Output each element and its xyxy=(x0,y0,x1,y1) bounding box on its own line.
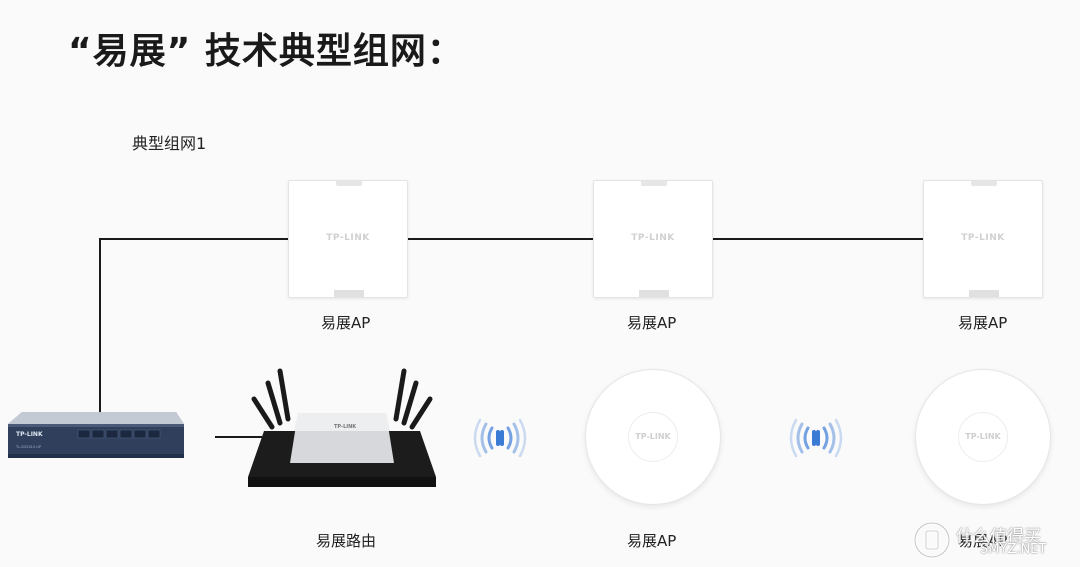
watermark: 什么值得买 SMYZ.NET xyxy=(912,520,1078,564)
ceiling-ap-2: TP-LINK xyxy=(915,369,1051,505)
panel-ap-1-label: 易展AP xyxy=(321,312,370,333)
tp-link-logo: TP-LINK xyxy=(924,233,1042,243)
panel-ap-port xyxy=(639,290,669,297)
router-label: 易展路由 xyxy=(316,530,376,551)
panel-ap-tab xyxy=(336,181,362,186)
panel-ap-port xyxy=(969,290,999,297)
panel-ap-2: TP-LINK xyxy=(593,180,713,298)
tp-link-logo: TP-LINK xyxy=(586,432,720,441)
panel-ap-1: TP-LINK xyxy=(288,180,408,298)
panel-ap-3-label: 易展AP xyxy=(958,312,1007,333)
router-icon: TP-LINK xyxy=(244,365,440,493)
wifi-signal-icon xyxy=(464,414,536,462)
tp-link-logo: TP-LINK xyxy=(594,233,712,243)
watermark-logo-icon xyxy=(912,520,952,560)
ceiling-ap-1: TP-LINK xyxy=(585,369,721,505)
svg-text:TL-SG5410-UP: TL-SG5410-UP xyxy=(15,445,41,449)
panel-ap-3: TP-LINK xyxy=(923,180,1043,298)
watermark-site: SMYZ.NET xyxy=(980,542,1046,557)
wifi-signal-icon xyxy=(780,414,852,462)
panel-ap-tab xyxy=(641,181,667,186)
ceiling-ap-1-label: 易展AP xyxy=(627,530,676,551)
switch-icon: TP-LINK TL-SG5410-UP xyxy=(8,412,184,458)
tp-link-logo: TP-LINK xyxy=(289,233,407,243)
panel-ap-2-label: 易展AP xyxy=(627,312,676,333)
svg-text:TP-LINK: TP-LINK xyxy=(334,424,357,430)
panel-ap-port xyxy=(334,290,364,297)
svg-text:TP-LINK: TP-LINK xyxy=(16,431,43,438)
tp-link-logo: TP-LINK xyxy=(916,432,1050,441)
panel-ap-tab xyxy=(971,181,997,186)
